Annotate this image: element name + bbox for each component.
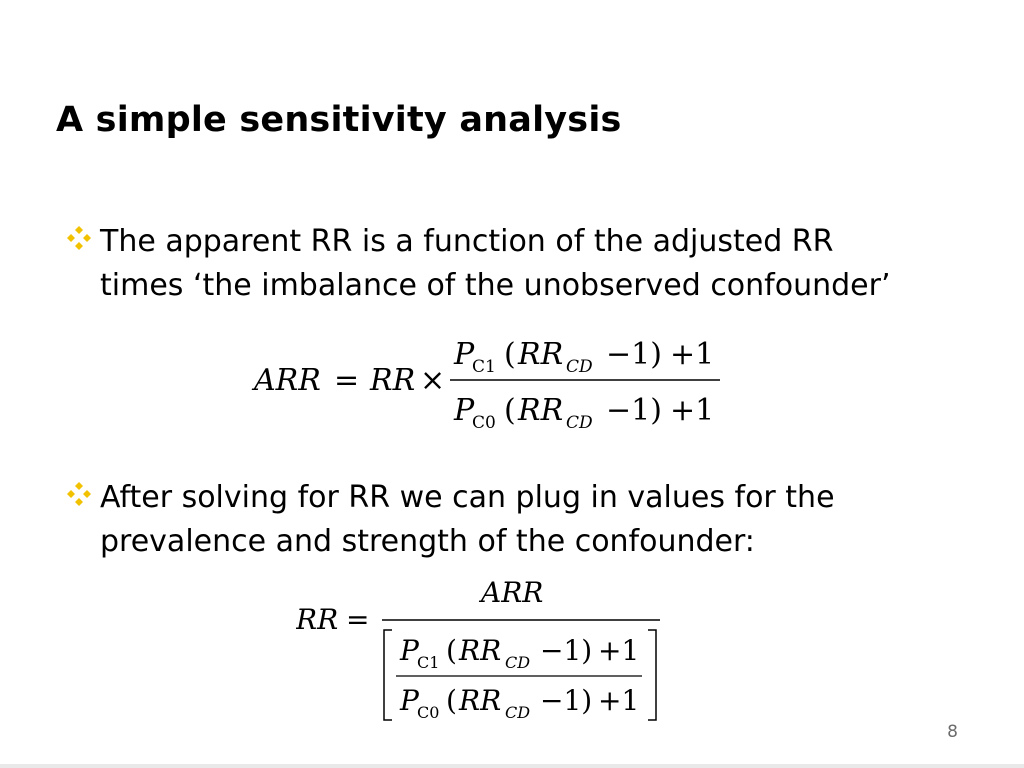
eq2-right-bracket — [648, 629, 657, 721]
bullet-2-line-1: After solving for RR we can plug in valu… — [100, 480, 835, 515]
eq1-den-sub-c0: C0 — [472, 413, 496, 433]
bullet-item-1: The apparent RR is a function of the adj… — [64, 220, 964, 308]
bullet-1-line-1: The apparent RR is a function of the adj… — [100, 224, 834, 259]
eq2-inner-den-minus-one: −1) — [540, 684, 592, 717]
eq2-inner-num-p: P — [399, 634, 420, 667]
eq2-inner-den-plus-one: +1 — [598, 684, 639, 717]
eq1-den-sub-cd: CD — [566, 413, 593, 433]
four-diamond-bullet-icon — [67, 482, 91, 506]
eq1-den-plus-one: +1 — [670, 393, 714, 428]
bullet-1-line-2: times ‘the imbalance of the unobserved c… — [100, 268, 891, 303]
eq1-rr: RR — [369, 363, 415, 398]
eq2-inner-den-sub-cd: CD — [505, 703, 530, 722]
eq1-den-p: P — [453, 393, 475, 428]
bullet-item-2: After solving for RR we can plug in valu… — [64, 476, 964, 564]
apparent-rr-equation: ARR = RR × P C1 ( RR CD −1) +1 P C0 ( RR… — [251, 337, 720, 433]
eq1-den-minus-one: −1) — [606, 393, 662, 428]
eq1-times: × — [420, 363, 445, 398]
solved-rr-equation: RR = ARR P C1 ( RR CD −1) +1 P C0 ( RR C… — [296, 576, 660, 722]
eq2-inner-num-plus-one: +1 — [598, 634, 639, 667]
eq2-inner-num-sub-c1: C1 — [417, 653, 439, 672]
eq2-inner-den-sub-c0: C0 — [417, 703, 439, 722]
eq2-inner-den-p: P — [399, 684, 420, 717]
eq1-num-minus-one: −1) — [606, 337, 662, 372]
eq1-num-rr: RR — [517, 337, 563, 372]
slide-title: A simple sensitivity analysis — [56, 100, 622, 140]
eq1-num-p: P — [453, 337, 475, 372]
eq2-inner-num-minus-one: −1) — [540, 634, 592, 667]
eq2-inner-num-open-paren: ( — [446, 634, 457, 667]
eq2-inner-num-sub-cd: CD — [505, 653, 530, 672]
eq2-left-bracket — [383, 629, 392, 721]
eq2-inner-den-open-paren: ( — [446, 684, 457, 717]
eq1-lhs: ARR — [251, 363, 321, 398]
eq1-num-sub-cd: CD — [566, 357, 593, 377]
eq1-num-sub-c1: C1 — [472, 357, 496, 377]
bottom-divider — [0, 764, 1024, 768]
eq2-equals: = — [346, 603, 369, 636]
eq1-num-open-paren: ( — [504, 337, 516, 372]
eq2-inner-num-rr: RR — [458, 634, 501, 667]
eq1-den-open-paren: ( — [504, 393, 516, 428]
page-number: 8 — [947, 722, 958, 742]
eq2-lhs: RR — [296, 603, 338, 636]
eq1-num-plus-one: +1 — [670, 337, 714, 372]
eq1-den-rr: RR — [517, 393, 563, 428]
bullet-2-line-2: prevalence and strength of the confounde… — [100, 524, 755, 559]
eq2-numerator-arr: ARR — [478, 576, 543, 609]
four-diamond-bullet-icon — [67, 226, 91, 250]
eq2-inner-den-rr: RR — [458, 684, 501, 717]
eq1-equals: = — [334, 363, 359, 398]
